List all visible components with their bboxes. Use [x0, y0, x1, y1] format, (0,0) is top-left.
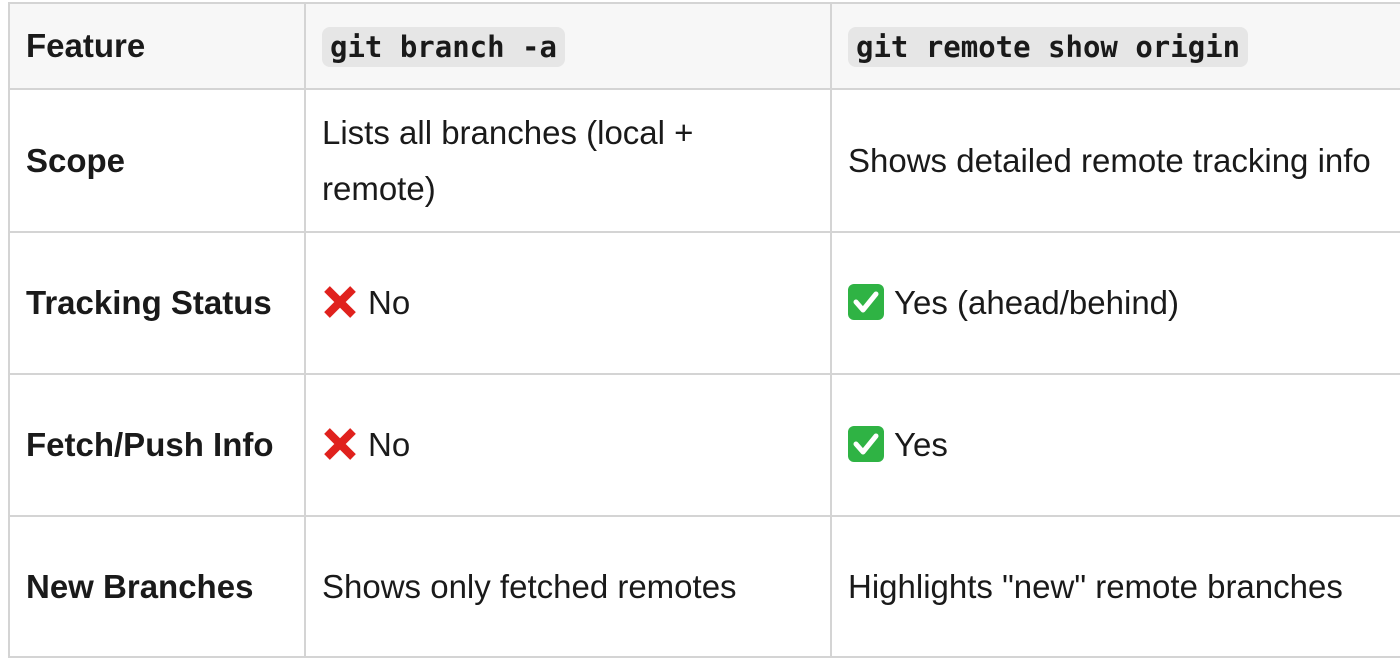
table-row: Tracking Status No Yes (ahead/behind) — [8, 231, 1400, 375]
header-row: Feature git branch -a git remote show or… — [8, 2, 1400, 90]
cross-mark-icon — [324, 286, 356, 318]
table-row: Scope Lists all branches (local + remote… — [8, 88, 1400, 233]
cross-mark-icon — [324, 428, 356, 460]
branch-cell: Lists all branches (local + remote) — [304, 88, 832, 233]
remote-cell: Yes — [830, 373, 1400, 517]
remote-value: Yes — [894, 426, 948, 463]
branch-value: No — [368, 284, 411, 321]
branch-value: No — [368, 426, 411, 463]
code-git-remote: git remote show origin — [848, 27, 1249, 67]
branch-cell: No — [304, 231, 832, 375]
feature-cell: Fetch/Push Info — [8, 373, 306, 517]
feature-cell: Tracking Status — [8, 231, 306, 375]
branch-cell: Shows only fetched remotes — [304, 515, 832, 658]
feature-cell: New Branches — [8, 515, 306, 658]
branch-cell: No — [304, 373, 832, 517]
remote-cell: Highlights "new" remote branches — [830, 515, 1400, 658]
header-git-branch: git branch -a — [304, 2, 832, 90]
table-row: New Branches Shows only fetched remotes … — [8, 515, 1400, 658]
header-feature: Feature — [8, 2, 306, 90]
check-mark-icon — [848, 284, 884, 320]
header-git-remote: git remote show origin — [830, 2, 1400, 90]
table-row: Fetch/Push Info No Yes — [8, 373, 1400, 517]
comparison-table: Feature git branch -a git remote show or… — [8, 2, 1400, 658]
feature-cell: Scope — [8, 88, 306, 233]
code-git-branch: git branch -a — [322, 27, 565, 67]
remote-cell: Yes (ahead/behind) — [830, 231, 1400, 375]
check-mark-icon — [848, 426, 884, 462]
remote-value: Yes (ahead/behind) — [894, 284, 1180, 321]
remote-cell: Shows detailed remote tracking info — [830, 88, 1400, 233]
